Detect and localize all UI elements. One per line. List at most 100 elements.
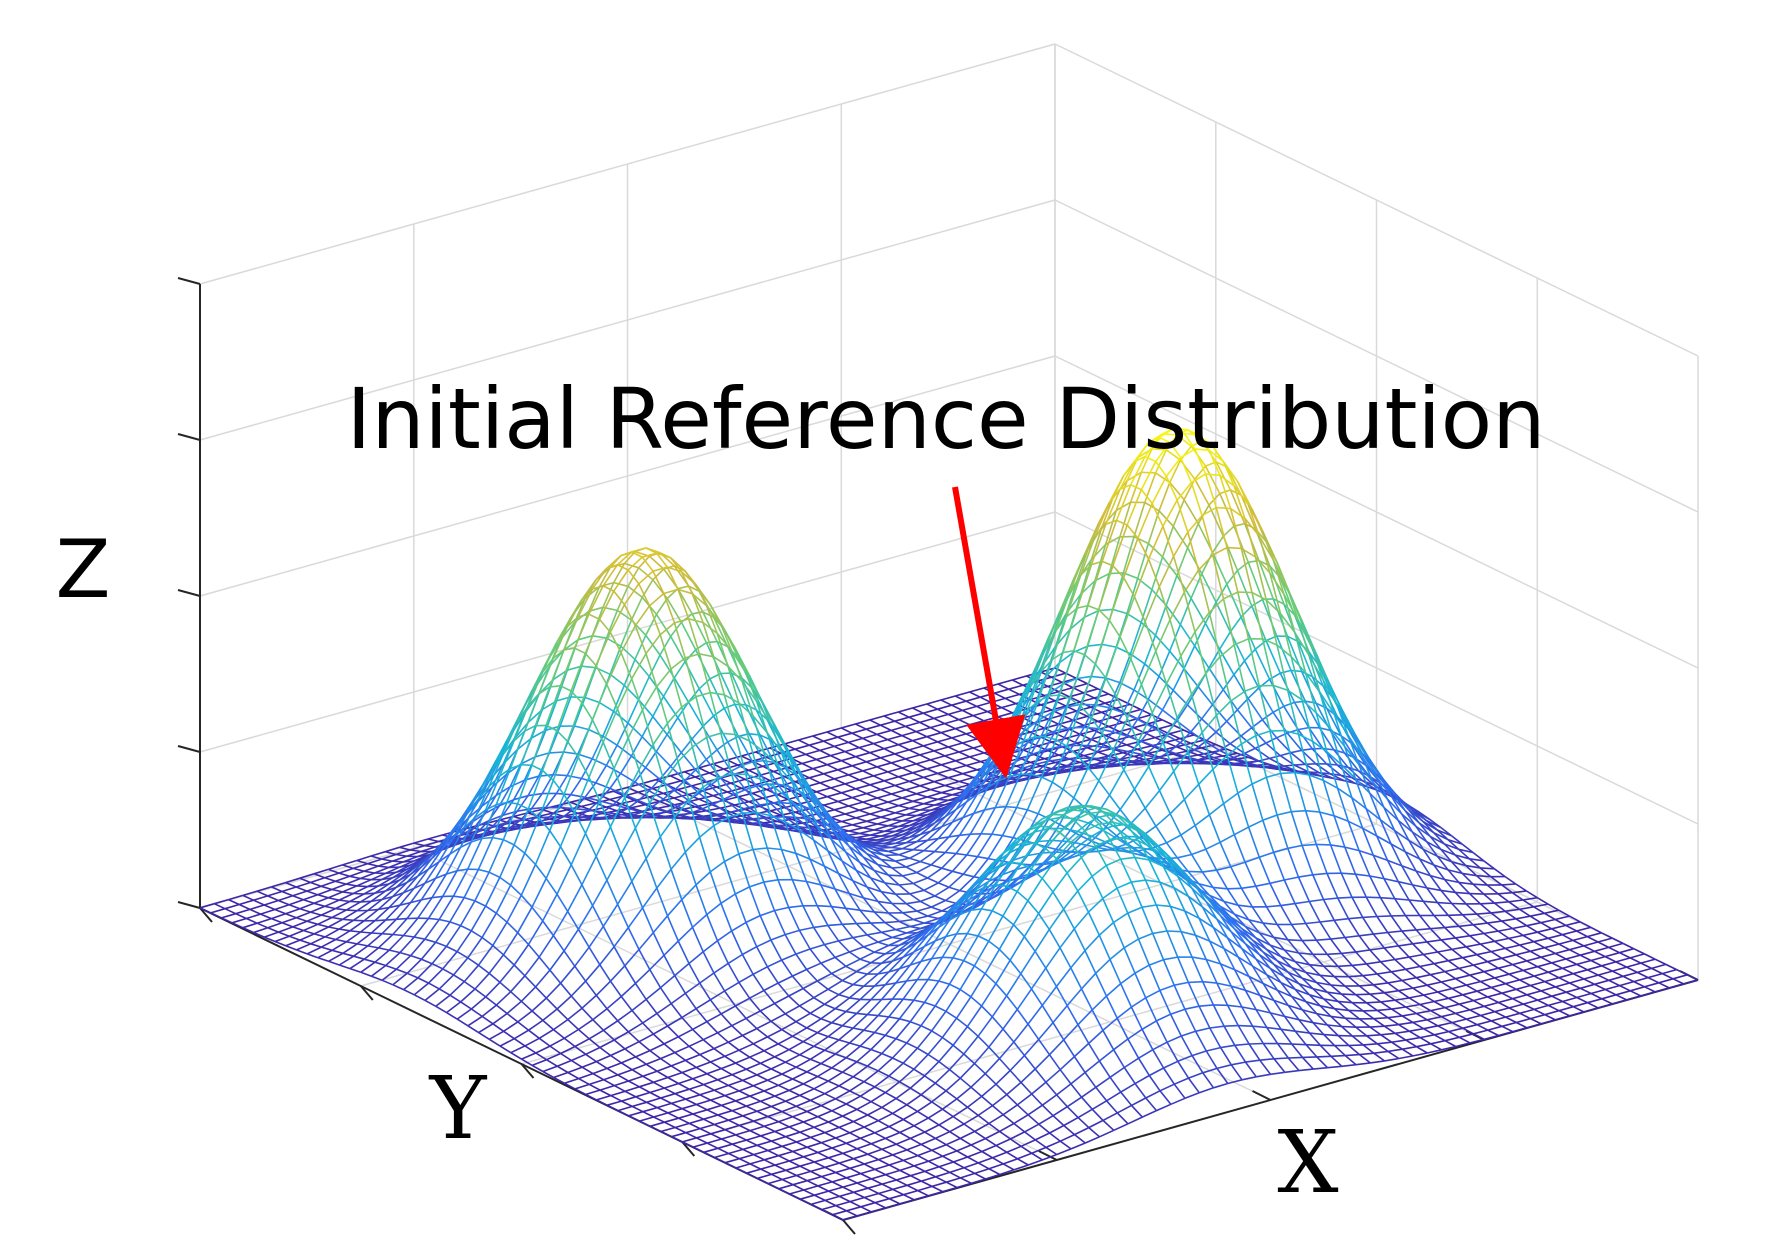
mesh-segment: [880, 724, 892, 732]
mesh-segment: [1173, 427, 1185, 435]
mesh-segment: [719, 777, 736, 795]
mesh-segment: [845, 907, 861, 911]
mesh-segment: [913, 915, 928, 921]
mesh-segment: [887, 738, 899, 746]
mesh-segment: [527, 792, 543, 797]
mesh-segment: [353, 945, 369, 957]
mesh-segment: [1415, 825, 1428, 843]
mesh-segment: [1572, 1005, 1585, 1013]
mesh-segment: [367, 945, 379, 949]
mesh-segment: [891, 789, 906, 795]
mesh-segment: [1001, 702, 1017, 709]
mesh-segment: [948, 817, 964, 838]
mesh-segment: [1065, 574, 1082, 618]
mesh-segment: [552, 812, 564, 818]
mesh-segment: [609, 631, 622, 653]
mesh-segment: [1126, 578, 1139, 614]
mesh-segment: [1240, 494, 1257, 530]
mesh-segment: [274, 903, 290, 911]
mesh-segment: [1065, 672, 1077, 680]
mesh-segment: [637, 676, 651, 701]
mesh-segment: [367, 858, 382, 865]
mesh-segment: [881, 890, 896, 895]
mesh-segment: [895, 925, 911, 931]
mesh-segment: [1408, 899, 1424, 903]
mesh-segment: [1337, 965, 1350, 978]
mesh-segment: [1334, 917, 1349, 922]
mesh-segment: [1462, 990, 1478, 996]
mesh-segment: [1268, 678, 1285, 707]
mesh-segment: [1490, 912, 1503, 922]
mesh-segment: [1258, 535, 1274, 561]
mesh-segment: [681, 696, 697, 708]
mesh-segment: [880, 753, 896, 759]
mesh-segment: [356, 859, 368, 865]
mesh-segment: [873, 775, 885, 782]
mesh-segment: [1309, 963, 1324, 967]
mesh-segment: [905, 860, 921, 868]
z-tick: [177, 589, 201, 597]
mesh-segment: [1183, 729, 1195, 736]
mesh-segment: [1408, 840, 1421, 860]
mesh-segment: [616, 551, 633, 566]
mesh-segment: [1336, 764, 1353, 779]
mesh-segment: [1115, 735, 1128, 750]
mesh-segment: [1361, 756, 1374, 783]
mesh-segment: [920, 900, 932, 908]
mesh-segment: [1248, 919, 1261, 934]
mesh-segment: [310, 877, 325, 884]
mesh-segment: [1579, 950, 1595, 956]
mesh-segment: [883, 743, 899, 750]
mesh-segment: [1212, 886, 1225, 902]
mesh-segment: [844, 851, 857, 871]
mesh-segment: [399, 842, 415, 849]
mesh-segment: [377, 860, 393, 867]
mesh-segment: [1333, 919, 1346, 938]
mesh-segment: [1087, 561, 1103, 606]
mesh-segment: [1197, 754, 1209, 760]
mesh-segment: [1437, 987, 1453, 993]
mesh-segment: [1169, 432, 1185, 444]
mesh-segment: [1205, 848, 1218, 871]
mesh-segment: [1090, 738, 1102, 745]
mesh-segment: [1212, 546, 1228, 556]
mesh-segment: [784, 747, 797, 774]
mesh-segment: [1311, 676, 1324, 687]
mesh-segment: [1372, 854, 1385, 879]
mesh-segment: [1512, 960, 1528, 966]
mesh-segment: [1187, 732, 1203, 753]
mesh-segment: [1344, 935, 1360, 939]
mesh-segment: [848, 737, 863, 744]
mesh-segment: [1169, 459, 1182, 483]
mesh-segment: [274, 935, 290, 943]
mesh-segment: [1629, 990, 1642, 997]
mesh-segment: [1201, 515, 1214, 556]
mesh-segment: [887, 734, 903, 741]
mesh-segment: [1304, 810, 1318, 845]
mesh-segment: [1140, 726, 1153, 742]
mesh-segment: [1661, 972, 1674, 980]
mesh-segment: [1240, 735, 1257, 745]
mesh-segment: [909, 803, 924, 810]
mesh-segment: [1115, 696, 1129, 719]
mesh-segment: [666, 566, 679, 590]
mesh-segment: [616, 609, 632, 621]
mesh-segment: [1012, 809, 1029, 839]
mesh-segment: [295, 886, 308, 892]
mesh-segment: [1483, 893, 1496, 904]
mesh-segment: [656, 668, 672, 688]
mesh-segment: [873, 869, 889, 876]
mesh-segment: [1526, 925, 1538, 933]
mesh-segment: [285, 912, 297, 919]
mesh-segment: [296, 911, 311, 919]
mesh-segment: [720, 623, 733, 651]
mesh-segment: [1197, 570, 1211, 613]
mesh-segment: [705, 737, 719, 779]
mesh-segment: [1473, 883, 1488, 886]
mesh-segment: [1547, 937, 1560, 945]
mesh-segment: [1208, 648, 1221, 669]
mesh-segment: [1355, 993, 1371, 996]
mesh-segment: [1154, 634, 1171, 652]
mesh-segment: [1261, 599, 1278, 637]
mesh-segment: [1258, 678, 1271, 689]
